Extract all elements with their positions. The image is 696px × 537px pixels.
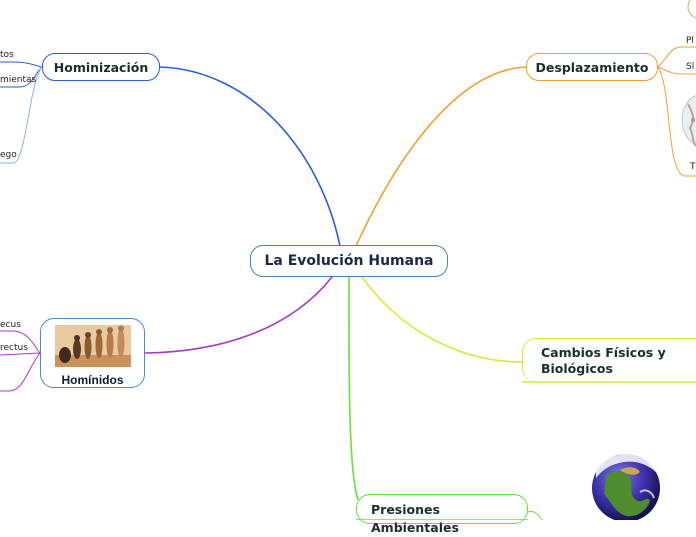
leaf-hominizacion-3[interactable]: ego bbox=[0, 150, 17, 160]
leaf-connector-desplazamiento-1 bbox=[657, 46, 696, 68]
world-map-icon bbox=[681, 95, 696, 147]
topic-cambios-label: Cambios Físicos y Biológicos bbox=[541, 345, 666, 376]
leaf-connector-hominizacion-1 bbox=[0, 61, 43, 68]
leaf-hominizacion-1[interactable]: tos bbox=[0, 50, 14, 60]
leaf-desplazamiento-3[interactable]: T bbox=[690, 162, 696, 172]
leaf-connector-hominidos-2 bbox=[0, 352, 41, 356]
topic-hominidos-label: Homínidos bbox=[61, 373, 124, 387]
earth-globe-icon bbox=[592, 453, 660, 520]
leaf-hominidos-2[interactable]: rectus bbox=[0, 343, 28, 353]
topic-desplazamiento[interactable]: Desplazamiento bbox=[526, 53, 658, 81]
connector-desplazamiento bbox=[355, 66, 527, 247]
leaf-desplazamiento-2[interactable]: Sl bbox=[686, 62, 695, 72]
leaf-desplazamiento-1[interactable]: Pl bbox=[686, 36, 694, 46]
mind-map-connections bbox=[0, 0, 696, 520]
connector-hominidos bbox=[144, 276, 333, 354]
partial-image-top-right-icon bbox=[687, 0, 696, 19]
central-topic-label: La Evolución Humana bbox=[264, 253, 434, 269]
connector-cambios bbox=[361, 276, 523, 363]
human-evolution-illustration-icon bbox=[54, 325, 131, 367]
leaf-connector-desplazamiento-3 bbox=[657, 66, 696, 177]
topic-hominidos[interactable]: Homínidos bbox=[40, 318, 145, 388]
leaf-connector-hominidos-1 bbox=[0, 330, 41, 354]
leaf-hominizacion-2[interactable]: mientas bbox=[0, 75, 37, 85]
leaf-connector-desplazamiento-2 bbox=[657, 66, 696, 75]
leaf-connector-presiones bbox=[527, 511, 543, 520]
topic-hominizacion[interactable]: Hominización bbox=[42, 53, 160, 81]
topic-presiones-label: Presiones Ambientales bbox=[371, 502, 459, 535]
topic-desplazamiento-label: Desplazamiento bbox=[535, 59, 649, 75]
topic-cambios[interactable]: Cambios Físicos y Biológicos bbox=[522, 338, 696, 382]
leaf-connector-hominizacion-3 bbox=[0, 66, 43, 164]
leaf-hominidos-1[interactable]: ecus bbox=[0, 320, 21, 330]
leaf-connector-hominidos-3 bbox=[0, 352, 41, 392]
topic-hominizacion-label: Hominización bbox=[53, 59, 149, 75]
connector-presiones bbox=[348, 276, 359, 501]
central-topic[interactable]: La Evolución Humana bbox=[250, 245, 448, 277]
connector-hominizacion bbox=[159, 66, 341, 247]
